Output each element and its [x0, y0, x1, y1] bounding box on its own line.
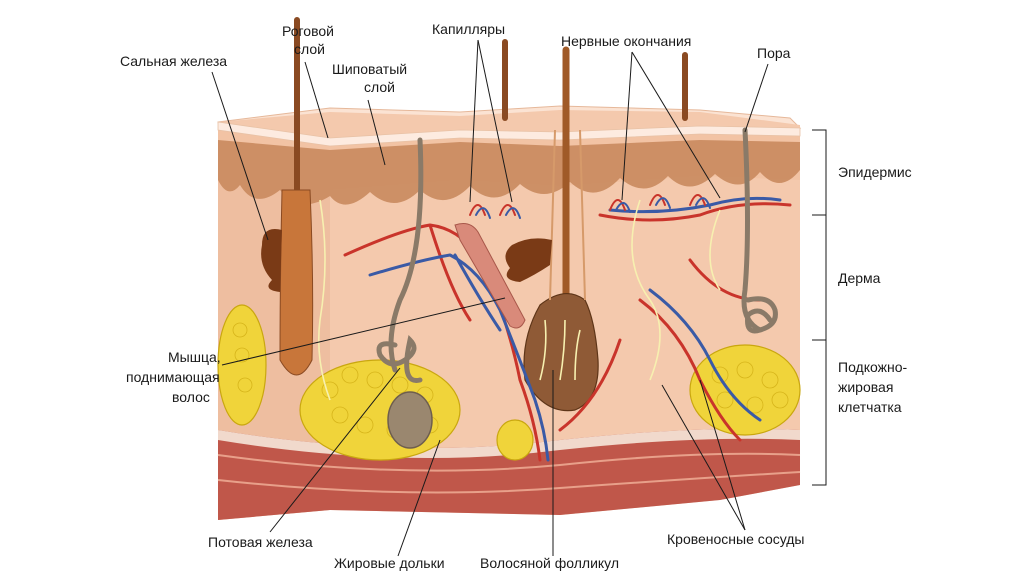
leader-nerve-1: [621, 51, 633, 201]
label-sweat-gland: Потовая железа: [208, 534, 313, 550]
label-epidermis: Эпидермис: [838, 164, 912, 180]
label-corneum-line2: слой: [294, 41, 325, 57]
sweat-gland-body: [387, 391, 433, 449]
label-capillaries: Капилляры: [432, 21, 505, 37]
label-fat-lobules: Жировые дольки: [334, 555, 445, 571]
nerve-endings: [318, 199, 721, 401]
label-arrector-line1: Мышца,: [168, 349, 221, 365]
label-spinosum-line2: слой: [364, 79, 395, 95]
sebaceous-gland-left: [261, 229, 282, 292]
label-subcutis-line1: Подкожно-: [838, 359, 908, 375]
sebaceous-glands: [261, 229, 552, 292]
leader-sweat: [269, 367, 401, 533]
fat-lobule-center-small: [496, 419, 534, 461]
arrector-pili-muscle: [454, 223, 526, 329]
leader-pore: [744, 63, 769, 133]
leader-nerve-2: [631, 51, 721, 199]
stratum-spinosum: [218, 140, 800, 205]
leader-capillaries-1: [469, 39, 479, 203]
label-blood-vessels: Кровеносные сосуды: [667, 531, 805, 547]
leader-spinosum: [367, 99, 386, 166]
leader-vessels-1: [661, 384, 746, 531]
muscle-band-stripes: [217, 452, 801, 494]
leader-arrector: [221, 297, 506, 366]
label-arrector-line2: поднимающая: [126, 369, 220, 385]
leader-vessels-2: [699, 379, 746, 531]
sweat-glands: [376, 127, 778, 449]
label-spinosum-line1: Шиповатый: [332, 61, 407, 77]
label-corneum-line1: Роговой: [282, 23, 334, 39]
hair-follicle-sheath: [549, 129, 586, 301]
layer-bracket: [812, 129, 827, 486]
label-hair-follicle: Волосяной фолликул: [480, 555, 619, 571]
fat-lobule-center-left: [299, 359, 461, 461]
leader-corneum: [304, 61, 329, 139]
label-subcutis-line2: жировая: [838, 379, 893, 395]
leader-fat: [397, 439, 441, 557]
label-subcutis-line3: клетчатка: [838, 399, 902, 415]
label-sebaceous-gland: Сальная железа: [120, 53, 227, 69]
fat-lobule-left: [217, 304, 267, 426]
label-nerve-endings: Нервные окончания: [561, 33, 691, 49]
label-arrector-line3: волос: [172, 389, 210, 405]
sweat-coil-left: [376, 335, 423, 383]
stratum-corneum: [217, 121, 801, 147]
leader-lines: [211, 39, 827, 557]
labels: Сальная железа Роговой слой Шиповатый сл…: [120, 21, 912, 571]
label-dermis: Дерма: [838, 270, 881, 286]
sebaceous-gland-center: [505, 238, 552, 282]
label-pore: Пора: [757, 45, 791, 61]
leader-capillaries-2: [477, 39, 513, 203]
sweat-coil-right: [745, 296, 778, 334]
leader-sebaceous: [211, 71, 269, 241]
